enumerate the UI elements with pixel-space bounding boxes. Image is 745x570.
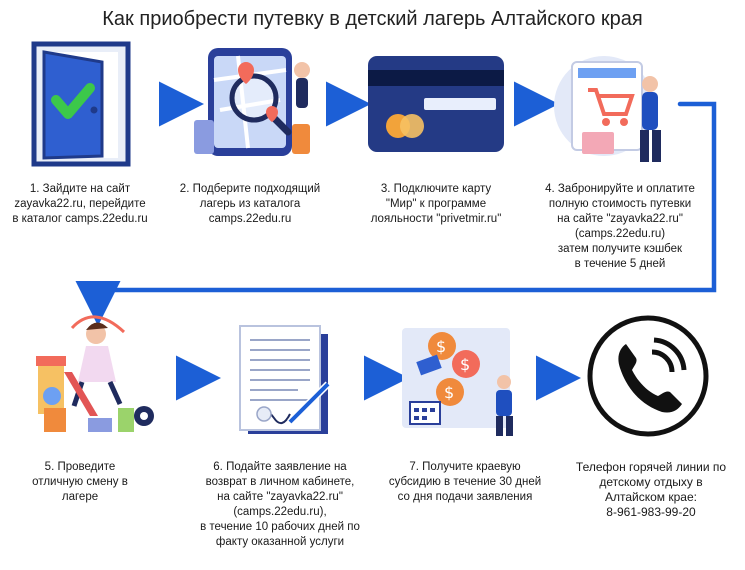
step-7-caption: 7. Получите краевую субсидию в течение 3…	[388, 461, 542, 503]
map-search-icon	[190, 40, 320, 170]
step-6-caption: 6. Подайте заявление на возврат в личном…	[200, 461, 360, 548]
step-1-caption: 1. Зайдите на сайт zayavka22.ru, перейди…	[12, 183, 148, 225]
door-checkmark-icon	[30, 38, 135, 170]
online-shopping-icon	[552, 48, 672, 166]
kids-playground-icon	[32, 308, 162, 438]
svg-text:$: $	[460, 355, 470, 374]
page-title: Как приобрести путевку в детский лагерь …	[102, 8, 643, 30]
step-3-caption: 3. Подключите карту "Мир" к программе ло…	[370, 183, 502, 225]
hotline-caption: Телефон горячей линии по детскому отдыху…	[575, 460, 727, 519]
money-subsidy-icon: $ $ $	[398, 318, 528, 438]
phone-icon	[586, 314, 710, 438]
step-5-caption: 5. Проведите отличную смену в лагере	[32, 461, 128, 503]
svg-text:$: $	[436, 337, 446, 356]
bank-card-icon	[366, 54, 506, 154]
svg-text:$: $	[444, 383, 454, 402]
document-icon	[228, 322, 344, 440]
step-2-caption: 2. Подберите подходящий лагерь из катало…	[179, 183, 321, 225]
arrow-4-5	[75, 101, 717, 326]
step-4-caption: 4. Забронируйте и оплатите полную стоимо…	[545, 183, 695, 270]
